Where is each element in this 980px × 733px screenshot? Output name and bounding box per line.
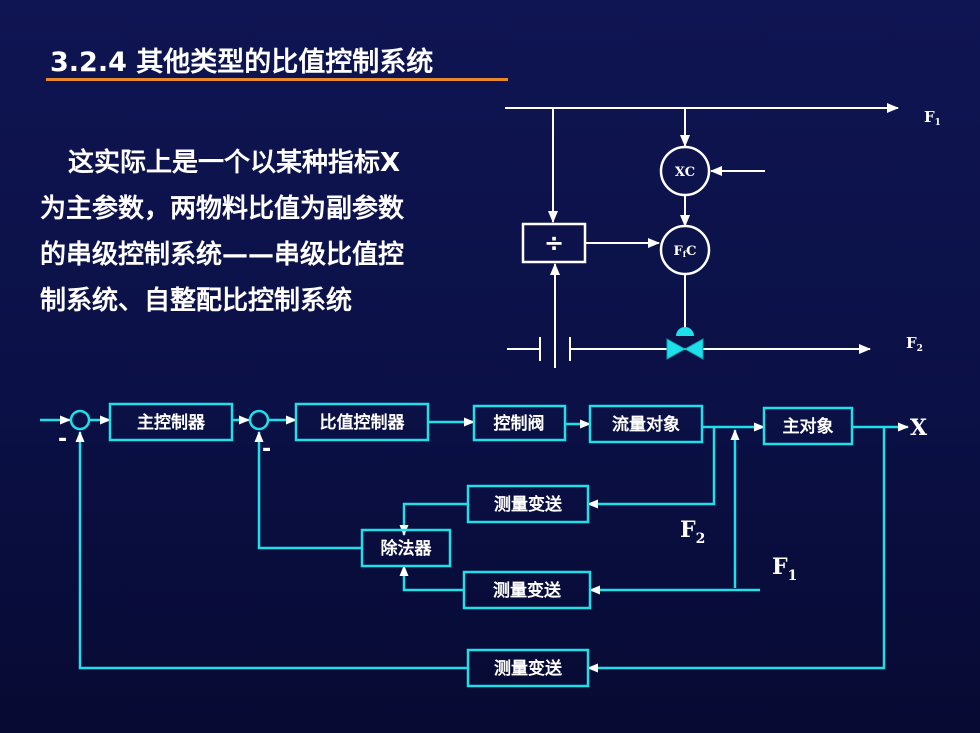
transmitter-f2-label: 测量变送: [494, 494, 563, 515]
block-diagram-lines: [40, 402, 909, 688]
transmitter-f2-box: [466, 484, 590, 524]
transmitter-main-box: [466, 648, 590, 688]
f2-signal-label: F2: [680, 517, 705, 547]
control-valve-label: 控制阀: [494, 413, 545, 434]
title-underline: [46, 78, 508, 81]
flow-object-box: [588, 404, 704, 444]
description-line-2: 为主参数，两物料比值为副参数: [40, 194, 405, 224]
ratio-controller-box: [294, 402, 430, 442]
main-feedback-path: [587, 427, 886, 673]
divider-block-box: [360, 528, 452, 568]
divider-block-label: 除法器: [381, 538, 433, 559]
main-object-label: 主对象: [783, 416, 834, 437]
summing-junction-1: [69, 409, 91, 431]
flow-object-label: 流量对象: [612, 414, 680, 435]
output-x-label: X: [910, 415, 928, 441]
control-valve-box: [472, 404, 567, 442]
transmitter-main-label: 测量变送: [494, 658, 563, 679]
transmitter-f1-box: [462, 570, 592, 610]
process-schematic: [505, 103, 899, 368]
divider-symbol: ÷: [544, 229, 564, 257]
summing-junction-2: [248, 409, 270, 431]
main-object-box: [762, 406, 854, 446]
ratio-controller-label: 比值控制器: [320, 412, 406, 433]
transmitter-f1-label: 测量变送: [493, 580, 562, 601]
f2-feedback-path: [587, 427, 716, 509]
f1-signal-label: F1: [772, 554, 797, 584]
description-line-1: 这实际上是一个以某种指标X: [68, 148, 401, 178]
divider-to-junction2: [254, 431, 362, 550]
description-line-4: 制系统、自整配比控制系统: [40, 286, 353, 316]
slide-title: 3.2.4 其他类型的比值控制系统: [50, 47, 434, 78]
main-transmitter-to-junction1: [75, 431, 468, 670]
ffc-label: FfC: [673, 244, 696, 259]
valve-actuator: [676, 327, 694, 336]
xc-label: XC: [675, 165, 695, 180]
minus-sign-junction-2: -: [262, 437, 271, 462]
f1-transmitter-to-divider: [399, 565, 464, 592]
control-valve-symbol: [666, 327, 704, 360]
minus-sign-junction-1: -: [58, 427, 67, 452]
description-line-3: 的串级控制系统——串级比值控: [40, 240, 405, 270]
f2-transmitter-to-divider: [399, 502, 468, 536]
flow2-label: F2: [906, 334, 923, 354]
main-controller-label: 主控制器: [137, 412, 206, 433]
flow1-label: F1: [924, 108, 941, 128]
main-controller-box: [108, 402, 234, 442]
description-text: 这实际上是一个以某种指标X 为主参数，两物料比值为副参数 的串级控制系统——串级…: [40, 140, 510, 324]
valve-body: [666, 338, 704, 360]
